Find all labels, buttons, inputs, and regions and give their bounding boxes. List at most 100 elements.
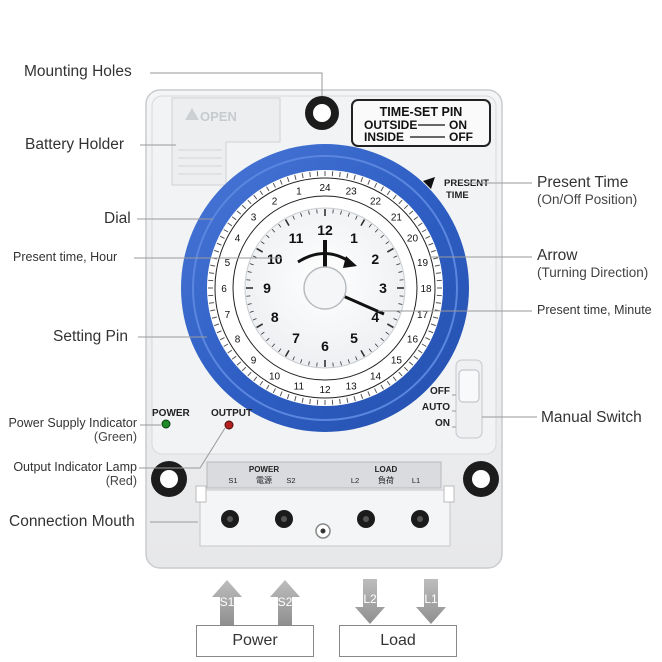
setting-pin[interactable] bbox=[309, 171, 311, 178]
setting-pin[interactable] bbox=[339, 171, 341, 178]
setting-pin[interactable] bbox=[417, 222, 423, 227]
setting-pin[interactable] bbox=[231, 355, 237, 360]
setting-pin[interactable] bbox=[425, 235, 431, 239]
setting-pin[interactable] bbox=[413, 355, 419, 360]
setting-pin[interactable] bbox=[294, 396, 297, 402]
setting-pin[interactable] bbox=[214, 323, 220, 327]
setting-pin[interactable] bbox=[227, 349, 233, 354]
setting-pin[interactable] bbox=[208, 302, 215, 304]
setting-pin[interactable] bbox=[253, 376, 258, 382]
setting-pin[interactable] bbox=[279, 179, 283, 185]
setting-pin[interactable] bbox=[272, 388, 276, 394]
time-label: TIME bbox=[446, 190, 469, 201]
setting-pin[interactable] bbox=[301, 173, 304, 179]
power-supply-indicator-color: (Green) bbox=[93, 430, 137, 445]
setting-pin[interactable] bbox=[435, 272, 442, 274]
minute-tick bbox=[386, 323, 394, 329]
setting-pin[interactable] bbox=[216, 330, 222, 334]
setting-pin[interactable] bbox=[380, 384, 384, 390]
setting-pin[interactable] bbox=[417, 349, 423, 354]
setting-pin[interactable] bbox=[219, 235, 225, 239]
setting-pin[interactable] bbox=[428, 242, 434, 246]
setting-pin[interactable] bbox=[434, 264, 440, 267]
setting-pin[interactable] bbox=[353, 174, 356, 180]
setting-pin[interactable] bbox=[247, 199, 252, 205]
setting-pin[interactable] bbox=[210, 309, 216, 312]
setting-pin[interactable] bbox=[360, 393, 364, 399]
setting-pin[interactable] bbox=[266, 186, 270, 192]
dial-knob[interactable] bbox=[303, 266, 347, 310]
setting-pin[interactable] bbox=[279, 391, 283, 397]
outer-hour-number: 8 bbox=[235, 335, 241, 346]
setting-pin[interactable] bbox=[211, 316, 217, 319]
setting-pin[interactable] bbox=[266, 384, 270, 390]
setting-pin[interactable] bbox=[392, 376, 397, 382]
setting-pin[interactable] bbox=[408, 210, 414, 215]
setting-pin[interactable] bbox=[219, 337, 225, 341]
setting-pin[interactable] bbox=[241, 204, 247, 210]
setting-pin[interactable] bbox=[339, 398, 341, 405]
setting-pin[interactable] bbox=[286, 177, 290, 183]
setting-pin[interactable] bbox=[421, 229, 427, 233]
setting-pin[interactable] bbox=[430, 323, 436, 327]
arrow-l1-icon bbox=[416, 579, 446, 624]
setting-pin[interactable] bbox=[227, 222, 233, 227]
setting-pin[interactable] bbox=[346, 173, 349, 179]
setting-pin[interactable] bbox=[386, 190, 391, 196]
load-box: Load bbox=[339, 625, 457, 657]
setting-pin[interactable] bbox=[428, 330, 434, 334]
setting-pin[interactable] bbox=[210, 264, 216, 267]
setting-pin[interactable] bbox=[398, 371, 403, 377]
setting-pin[interactable] bbox=[353, 396, 356, 402]
connection-mouth[interactable] bbox=[195, 485, 455, 547]
setting-pin[interactable] bbox=[247, 371, 252, 377]
setting-pin[interactable] bbox=[259, 190, 264, 196]
setting-pin[interactable] bbox=[309, 398, 311, 405]
clock-hour-number: 1 bbox=[350, 230, 358, 246]
setting-pin[interactable] bbox=[241, 366, 247, 372]
setting-pin[interactable] bbox=[374, 182, 378, 188]
setting-pin[interactable] bbox=[430, 249, 436, 253]
setting-pin[interactable] bbox=[236, 210, 242, 215]
setting-pin[interactable] bbox=[435, 302, 442, 304]
setting-pin[interactable] bbox=[403, 204, 409, 210]
setting-pin[interactable] bbox=[214, 249, 220, 253]
setting-pins[interactable] bbox=[208, 171, 442, 405]
setting-pin[interactable] bbox=[294, 174, 297, 180]
power-supply-indicator-text: Power Supply Indicator bbox=[8, 416, 137, 430]
setting-pin[interactable] bbox=[231, 216, 237, 221]
setting-pin[interactable] bbox=[223, 229, 229, 233]
minute-ticks bbox=[246, 209, 404, 367]
setting-pin[interactable] bbox=[223, 343, 229, 347]
setting-pin[interactable] bbox=[403, 366, 409, 372]
setting-pin[interactable] bbox=[421, 343, 427, 347]
minute-tick bbox=[278, 348, 282, 353]
manual-switch[interactable] bbox=[455, 359, 483, 439]
setting-pin[interactable] bbox=[216, 242, 222, 246]
minute-tick bbox=[393, 255, 398, 258]
setting-pin[interactable] bbox=[374, 388, 378, 394]
setting-pin[interactable] bbox=[433, 257, 439, 260]
setting-pin[interactable] bbox=[367, 179, 371, 185]
setting-pin[interactable] bbox=[433, 316, 439, 319]
battery-holder[interactable] bbox=[171, 97, 281, 186]
setting-pin[interactable] bbox=[413, 216, 419, 221]
setting-pin[interactable] bbox=[386, 380, 391, 386]
setting-pin[interactable] bbox=[392, 194, 397, 200]
setting-pin[interactable] bbox=[380, 186, 384, 192]
setting-pin[interactable] bbox=[398, 199, 403, 205]
setting-pin[interactable] bbox=[236, 361, 242, 366]
setting-pin[interactable] bbox=[425, 337, 431, 341]
setting-pin[interactable] bbox=[286, 393, 290, 399]
minute-tick bbox=[347, 212, 350, 217]
setting-pin[interactable] bbox=[208, 272, 215, 274]
setting-pin[interactable] bbox=[367, 391, 371, 397]
setting-pin[interactable] bbox=[360, 177, 364, 183]
setting-pin[interactable] bbox=[253, 194, 258, 200]
setting-pin[interactable] bbox=[259, 380, 264, 386]
setting-pin[interactable] bbox=[272, 182, 276, 188]
setting-pin[interactable] bbox=[301, 397, 304, 403]
setting-pin[interactable] bbox=[408, 361, 414, 366]
setting-pin[interactable] bbox=[346, 397, 349, 403]
